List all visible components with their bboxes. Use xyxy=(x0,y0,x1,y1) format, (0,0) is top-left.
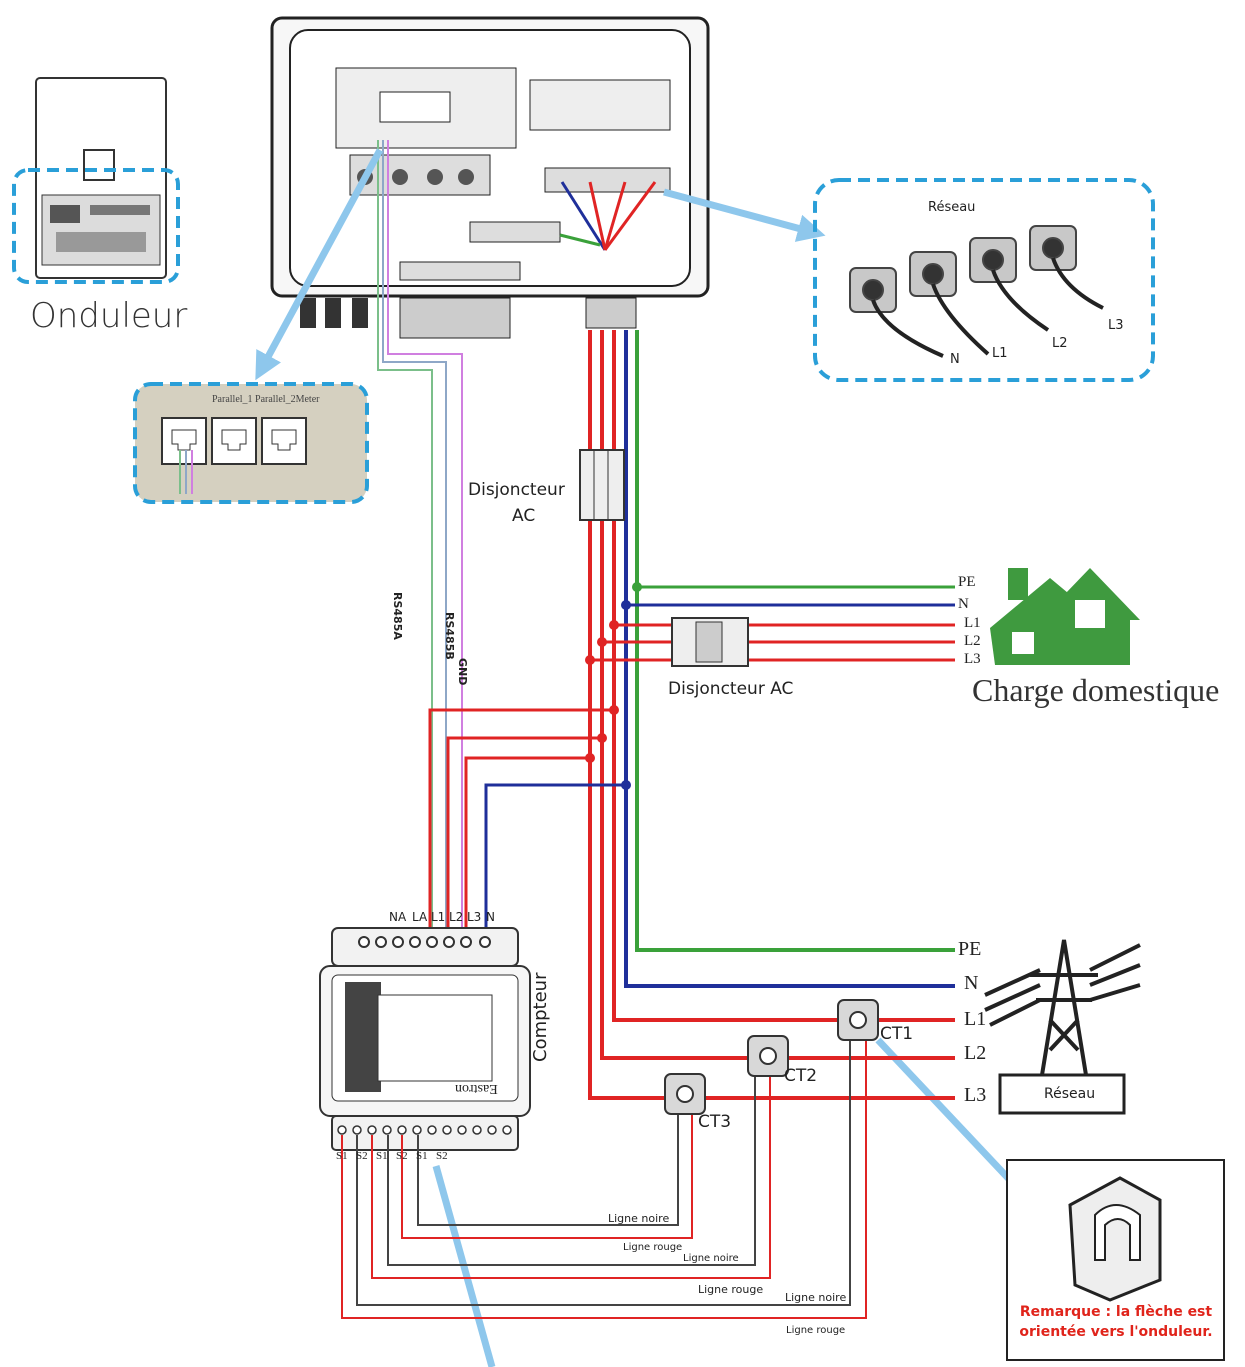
meter-terminal-l1: L1 xyxy=(431,910,446,924)
ac-breaker-load xyxy=(671,617,749,667)
meter-s2-ct3: S2 xyxy=(436,1150,448,1162)
remark-line-1: Remarque : la flèche est xyxy=(1019,1304,1213,1320)
remark-box xyxy=(1006,1159,1225,1361)
meter-terminal-la: LA xyxy=(412,910,428,924)
grid-n: N xyxy=(964,972,979,994)
inverter-label: Onduleur xyxy=(30,296,188,336)
load-n: N xyxy=(958,596,969,612)
main-inverter xyxy=(270,16,710,339)
load-l3: L3 xyxy=(964,651,981,667)
junction-dots xyxy=(585,582,642,790)
ac-main-wires xyxy=(588,330,955,1100)
wire-red-3: Ligne rouge xyxy=(786,1325,846,1336)
ac-breaker-load-label: Disjoncteur AC xyxy=(668,679,794,699)
gnd-label: GND xyxy=(456,658,469,686)
wire-black-3: Ligne noire xyxy=(785,1291,847,1304)
rs485a-label: RS485A xyxy=(391,592,404,640)
ct-signal-wires xyxy=(341,1038,867,1319)
grid-l1: L1 xyxy=(964,1008,987,1030)
grid-pe: PE xyxy=(958,938,982,960)
grid-l3: L3 xyxy=(964,1084,987,1106)
ac-breaker-main-label-2: AC xyxy=(512,506,536,526)
load-l2: L2 xyxy=(964,633,981,649)
meter-feed-wires xyxy=(428,708,626,940)
port-panel-label: Parallel_1 Parallel_2Meter xyxy=(212,394,320,405)
meter-terminal-l2: L2 xyxy=(449,910,464,924)
energy-meter xyxy=(319,927,531,1151)
load-label: Charge domestique xyxy=(972,672,1220,708)
meter-s1-ct3: S1 xyxy=(416,1150,428,1162)
meter-terminal-l3: L3 xyxy=(467,910,482,924)
load-wires xyxy=(590,585,955,662)
ac-breaker-main xyxy=(579,449,625,521)
grid-clamp-l2: L2 xyxy=(1052,336,1068,351)
meter-label: Compteur xyxy=(530,972,551,1062)
house-icon xyxy=(990,568,1140,665)
meter-s1-ct1: S1 xyxy=(336,1150,348,1162)
grid-clamp-l1: L1 xyxy=(992,346,1008,361)
meter-terminal-n: N xyxy=(486,910,495,924)
meter-s2-ct2: S2 xyxy=(396,1150,408,1162)
grid-tower-label: Réseau xyxy=(1044,1086,1096,1102)
grid-l2: L2 xyxy=(964,1042,987,1064)
grid-box-title: Réseau xyxy=(928,200,976,215)
meter-brand: Eastron xyxy=(455,1081,498,1096)
ct-clamps xyxy=(664,999,879,1115)
meter-s2-ct1: S2 xyxy=(356,1150,368,1162)
ct3-label: CT3 xyxy=(698,1112,732,1132)
wire-red-1: Ligne rouge xyxy=(623,1242,683,1253)
wire-red-2: Ligne rouge xyxy=(698,1283,764,1296)
comm-wires xyxy=(377,140,463,1145)
load-pe: PE xyxy=(958,574,976,590)
ct1-label: CT1 xyxy=(880,1024,914,1044)
pylon-icon xyxy=(984,939,1141,1115)
ac-breaker-main-label-1: Disjoncteur xyxy=(468,480,565,500)
remark-line-2: orientée vers l'onduleur. xyxy=(1019,1324,1213,1340)
comm-port-panel xyxy=(133,382,369,504)
meter-s1-ct2: S1 xyxy=(376,1150,388,1162)
grid-clamp-n: N xyxy=(950,352,960,367)
wire-black-1: Ligne noire xyxy=(608,1212,670,1225)
remark-text: Remarque : la flèche est orientée vers l… xyxy=(1010,1302,1222,1342)
load-l1: L1 xyxy=(964,615,981,631)
rs485b-label: RS485B xyxy=(443,612,456,660)
wire-black-2: Ligne noire xyxy=(683,1253,739,1264)
small-inverter-icon xyxy=(12,77,180,284)
meter-terminal-na: NA xyxy=(389,910,407,924)
grid-clamp-l3: L3 xyxy=(1108,318,1124,333)
ct2-label: CT2 xyxy=(784,1066,818,1086)
grid-ct-box xyxy=(813,178,1155,382)
